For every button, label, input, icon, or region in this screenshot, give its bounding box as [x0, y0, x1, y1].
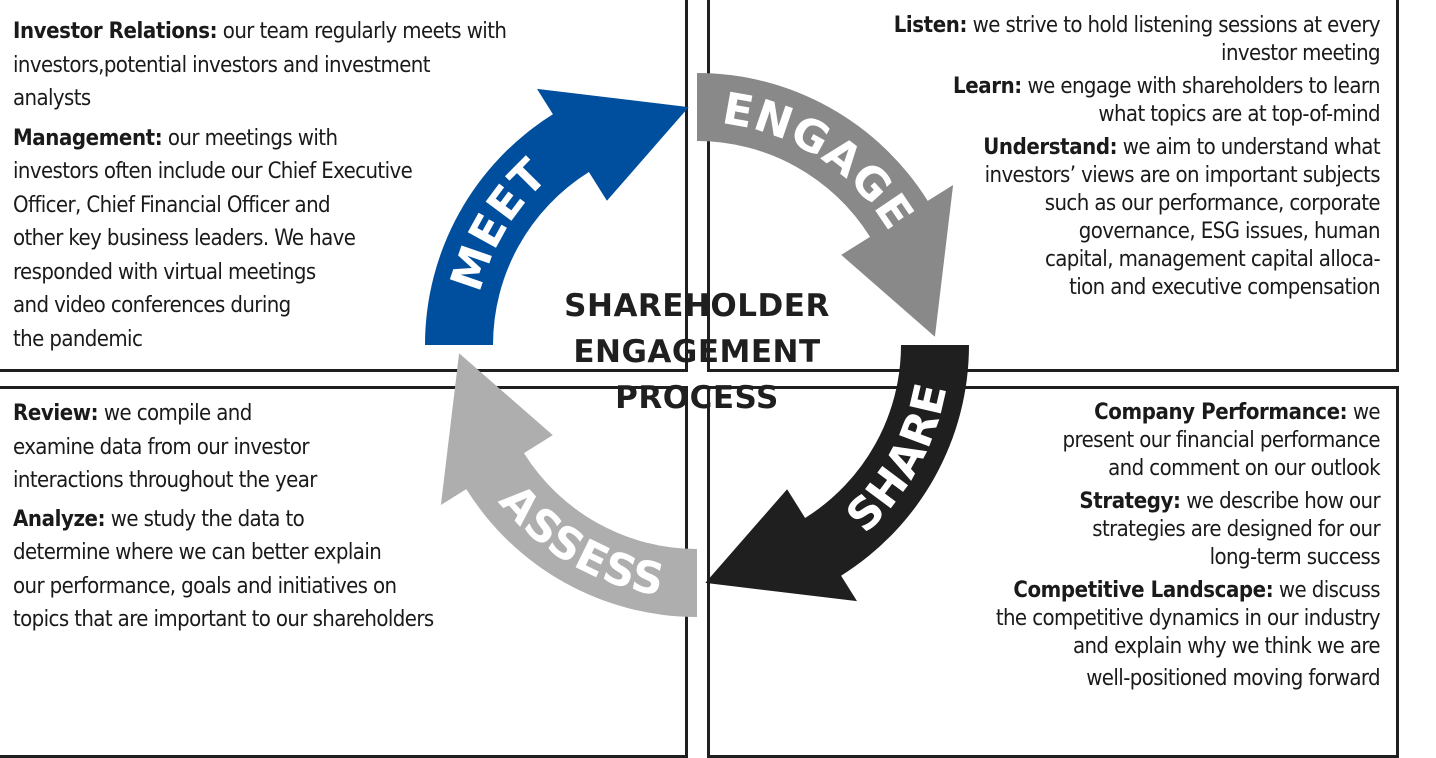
item-term: Review: [13, 401, 99, 426]
item-line: we discuss [1273, 578, 1381, 603]
item-line: present our financial performance [1062, 428, 1381, 453]
item-line: what topics are at top-of-mind [1098, 102, 1380, 127]
item-term: Analyze: [13, 506, 106, 532]
listen-item: Listen: we strive to hold listening sess… [893, 12, 1381, 68]
item-line: other key business leaders. We have [13, 226, 356, 251]
item-term: Listen: [893, 13, 968, 38]
item-line: we engage with shareholders to learn [1021, 74, 1381, 99]
analyze-item: Analyze: we study the data to determine … [13, 503, 434, 637]
competitive-landscape-item: Competitive Landscape: we discuss the co… [995, 577, 1381, 693]
item-line: the competitive dynamics in our industry [995, 606, 1381, 631]
item-line: such as our performance, corporate [1044, 191, 1381, 216]
item-line: long-term success [1209, 545, 1381, 570]
item-line: investors,potential investors and invest… [13, 52, 431, 78]
item-line: we study the data to [105, 506, 305, 532]
engage-panel [707, 0, 1399, 372]
assess-arrow [440, 353, 697, 617]
item-line: we aim to understand what [1117, 135, 1381, 160]
meet-panel-text: Investor Relations: our team regularly m… [13, 15, 507, 357]
item-line: examine data from our investor [13, 434, 309, 460]
item-line: determine where we can better explain [13, 540, 382, 565]
item-line: governance, ESG issues, human [1078, 219, 1381, 244]
meet-panel [0, 0, 688, 372]
item-term: Company Performance: [1094, 400, 1348, 425]
item-line: we describe how our [1180, 489, 1380, 514]
assess-panel-text: Review: we compile and examine data from… [13, 397, 434, 637]
item-line: Officer, Chief Financial Officer and [13, 192, 331, 218]
item-line: capital, management capital alloca- [1044, 247, 1381, 272]
center-title-line: SHAREHOLDER [564, 288, 830, 324]
item-line: investors often include our Chief Execut… [13, 159, 413, 184]
review-item: Review: we compile and examine data from… [13, 397, 434, 498]
item-term: Investor Relations: [13, 19, 218, 44]
item-line: our meetings with [162, 125, 338, 151]
center-title: SHAREHOLDER ENGAGEMENT PROCESS [497, 283, 897, 421]
item-line: and comment on our outlook [1108, 456, 1380, 481]
item-line: analysts [13, 86, 91, 111]
item-term: Learn: [953, 74, 1022, 99]
item-line: investor meeting [1221, 41, 1381, 66]
learn-item: Learn: we engage with shareholders to le… [894, 73, 1381, 129]
item-term: Management: [13, 125, 163, 151]
item-line: our team regularly meets with [217, 19, 507, 44]
item-term: Understand: [983, 135, 1118, 160]
center-title-line: ENGAGEMENT [573, 334, 821, 370]
center-title-line: PROCESS [615, 380, 779, 416]
item-term: Competitive Landscape: [1013, 578, 1274, 603]
strategy-item: Strategy: we describe how our strategies… [996, 488, 1380, 572]
item-line: well-positioned moving forward [1086, 666, 1380, 691]
share-panel-text: Company Performance: we present our fina… [995, 399, 1381, 693]
management-item: Management: our meetings with investors … [13, 122, 506, 357]
item-line: and explain why we think we are [1072, 634, 1381, 659]
item-term: Strategy: [1079, 489, 1181, 514]
item-line: topics that are important to our shareho… [13, 607, 434, 632]
item-line: our performance, goals and initiatives o… [13, 573, 397, 599]
item-line: and video conferences during [13, 293, 291, 318]
share-arrow [705, 345, 969, 602]
item-line: the pandemic [13, 326, 143, 352]
understand-item: Understand: we aim to understand what in… [894, 134, 1380, 302]
engage-panel-text: Listen: we strive to hold listening sess… [893, 12, 1381, 302]
item-line: we compile and [98, 401, 252, 426]
item-line: investors’ views are on important subjec… [984, 163, 1381, 188]
item-line: strategies are designed for our [1092, 517, 1380, 542]
investor-relations-item: Investor Relations: our team regularly m… [13, 15, 507, 116]
item-line: we [1347, 400, 1381, 425]
item-line: responded with virtual meetings [13, 259, 316, 285]
meet-arrow [425, 88, 689, 346]
company-performance-item: Company Performance: we present our fina… [996, 399, 1381, 483]
item-line: tion and executive compensation [1069, 275, 1381, 300]
item-line: interactions throughout the year [13, 468, 317, 493]
item-line: we strive to hold listening sessions at … [966, 13, 1381, 38]
engage-arrow [697, 73, 954, 337]
